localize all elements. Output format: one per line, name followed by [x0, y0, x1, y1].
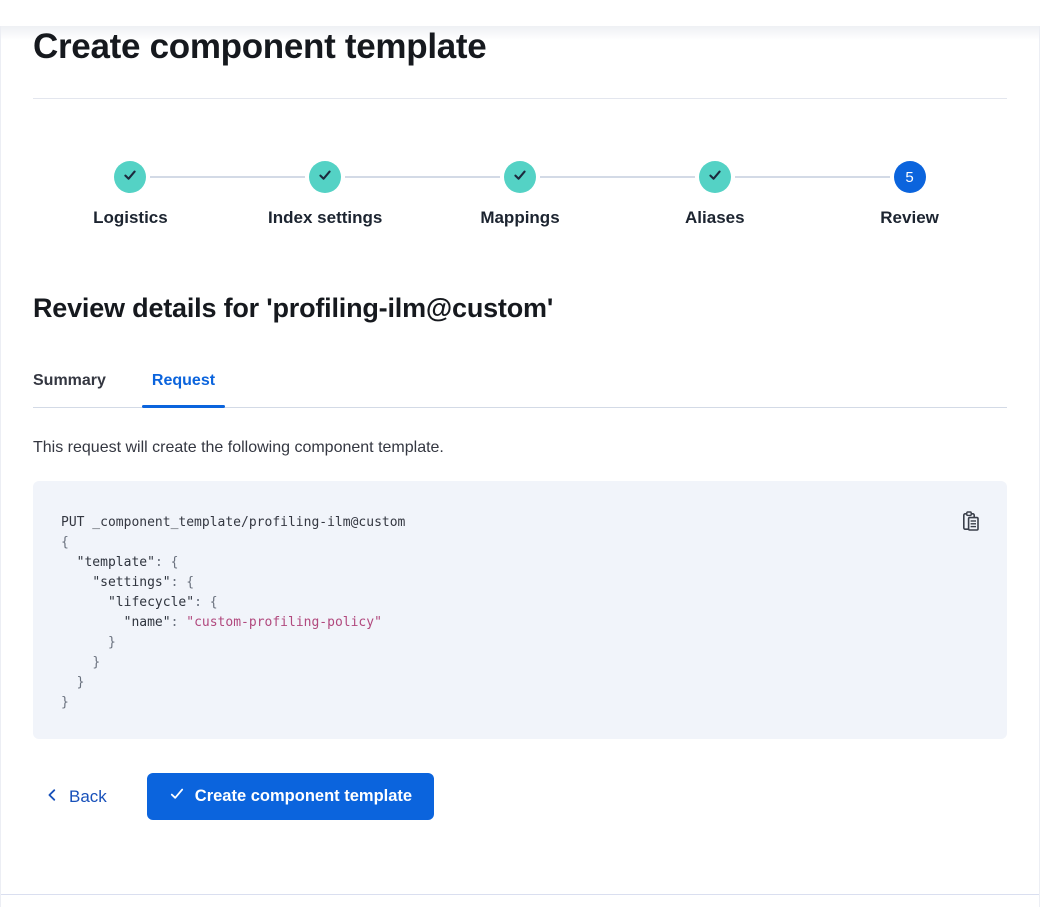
step-mappings[interactable]: Mappings	[422, 161, 618, 229]
step-status-circle	[503, 161, 536, 193]
bottom-divider	[1, 894, 1039, 895]
step-status-circle	[114, 161, 147, 193]
code-content: PUT _component_template/profiling-ilm@cu…	[61, 515, 406, 710]
step-index-settings[interactable]: Index settings	[227, 161, 423, 229]
step-label: Logistics	[93, 208, 168, 227]
step-status-circle	[309, 161, 342, 193]
title-divider	[33, 98, 1007, 99]
create-component-template-page: Create component template Logistics Inde…	[1, 26, 1039, 820]
step-label: Aliases	[685, 208, 745, 227]
review-details-heading: Review details for 'profiling-ilm@custom…	[33, 293, 554, 323]
back-button[interactable]: Back	[45, 787, 107, 807]
check-icon	[122, 167, 138, 188]
wizard-footer: Back Create component template	[33, 773, 1007, 820]
wizard-stepper: Logistics Index settings Mappings	[33, 161, 1007, 229]
check-icon	[707, 167, 723, 188]
copy-button[interactable]	[957, 509, 985, 537]
step-number: 5	[905, 168, 914, 186]
create-component-template-button[interactable]: Create component template	[146, 773, 435, 820]
step-review[interactable]: 5 Review	[812, 161, 1007, 229]
chevron-left-icon	[45, 787, 59, 807]
step-label: Mappings	[480, 208, 560, 227]
back-button-label: Back	[69, 786, 107, 806]
check-icon	[317, 167, 333, 188]
tab-summary[interactable]: Summary	[23, 371, 116, 407]
step-status-circle	[698, 161, 731, 193]
step-logistics[interactable]: Logistics	[33, 161, 228, 229]
request-description: This request will create the following c…	[33, 439, 444, 456]
submit-button-label: Create component template	[194, 787, 413, 805]
copy-clipboard-icon	[959, 510, 983, 537]
tab-request[interactable]: Request	[141, 371, 226, 408]
review-tabs: Summary Request	[33, 371, 1007, 408]
page-title: Create component template	[33, 27, 487, 66]
step-aliases[interactable]: Aliases	[617, 161, 812, 229]
step-label: Review	[880, 208, 939, 227]
check-icon	[169, 786, 185, 807]
request-code-block: PUT _component_template/profiling-ilm@cu…	[33, 481, 1007, 739]
step-status-circle: 5	[893, 161, 926, 193]
check-icon	[512, 167, 528, 188]
step-label: Index settings	[268, 208, 383, 227]
